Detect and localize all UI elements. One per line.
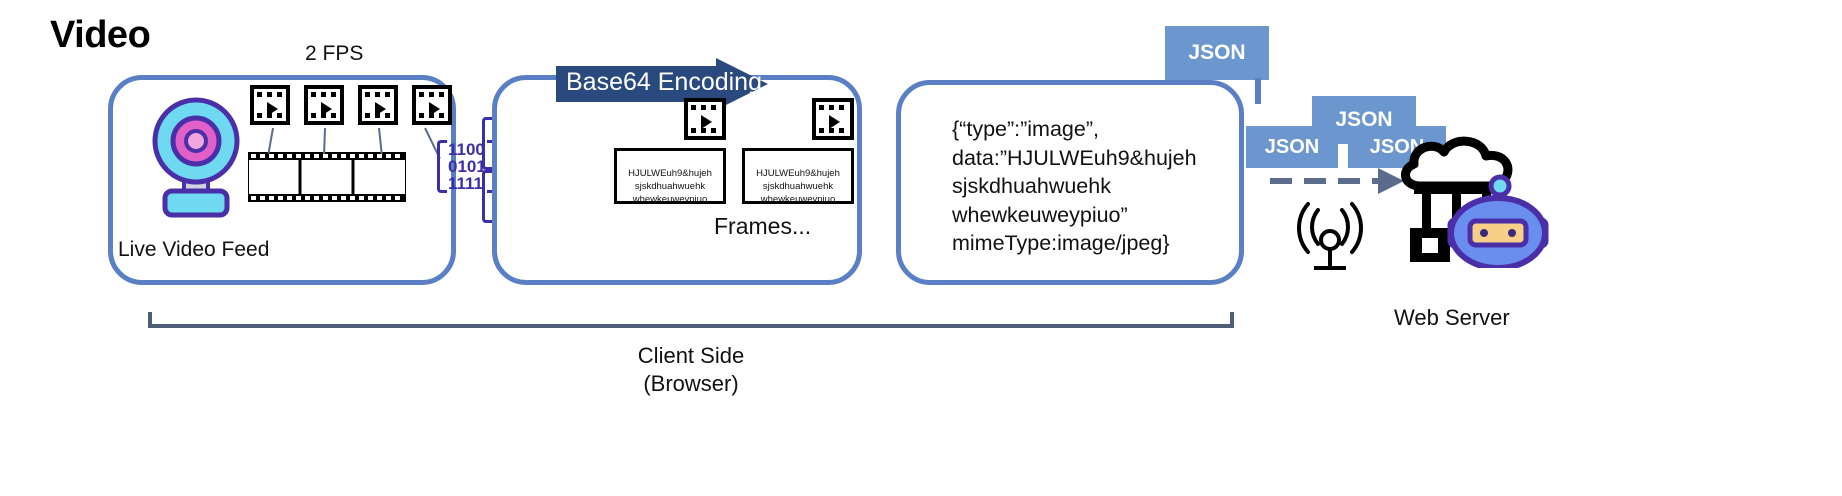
fps-label: 2 FPS	[305, 42, 364, 65]
frames-label: Frames...	[714, 213, 812, 239]
base64-arrow-icon	[556, 58, 768, 110]
json-badge-label: JSON	[1264, 135, 1320, 158]
json-badge: JSON	[1246, 126, 1338, 168]
page-title: Video	[50, 14, 151, 56]
json-badge-label: JSON	[1188, 41, 1246, 64]
web-server-icon	[1390, 128, 1550, 271]
encoded-frame-text: HJULWEuh9&hujeh sjskdhuahwuehk whewkeuwe…	[628, 168, 712, 206]
base64-encoding-label: Base64 Encoding	[566, 68, 762, 96]
json-payload-text: {“type”:”image”, data:”HJULWEuh9&hujeh s…	[952, 117, 1197, 256]
encoded-frame-text: HJULWEuh9&hujeh sjskdhuahwuehk whewkeuwe…	[756, 168, 840, 206]
json-badge-label: JSON	[1335, 108, 1393, 131]
video-frame-icon	[684, 98, 726, 140]
dashed-arrow-head-icon	[1378, 168, 1404, 194]
video-frame-icon	[304, 85, 344, 125]
client-side-bracket	[148, 312, 1234, 328]
dashed-arrow-icon	[1270, 178, 1378, 184]
video-frame-icon	[812, 98, 854, 140]
encoded-frame-box: HJULWEuh9&hujeh sjskdhuahwuehk whewkeuwe…	[614, 148, 726, 206]
web-server-label: Web Server	[1394, 305, 1510, 330]
client-side-label: Client Side (Browser)	[637, 343, 745, 397]
wifi-antenna-icon	[1288, 196, 1372, 272]
badge-connector	[1255, 78, 1261, 104]
video-frame-icon	[250, 85, 290, 125]
json-badge: JSON	[1165, 26, 1269, 80]
json-badge-label: JSON	[1369, 135, 1425, 158]
live-video-feed-label: Live Video Feed	[118, 238, 270, 261]
filmstrip-icon	[247, 151, 407, 203]
webcam-icon	[148, 95, 244, 221]
binary-digits: 1100 0101 1111	[448, 140, 486, 193]
video-frame-icon	[358, 85, 398, 125]
robot-head-icon	[1447, 195, 1549, 271]
video-frame-icon	[412, 85, 452, 125]
encoded-frame-box: HJULWEuh9&hujeh sjskdhuahwuehk whewkeuwe…	[742, 148, 854, 206]
panel-json-payload	[896, 80, 1244, 285]
